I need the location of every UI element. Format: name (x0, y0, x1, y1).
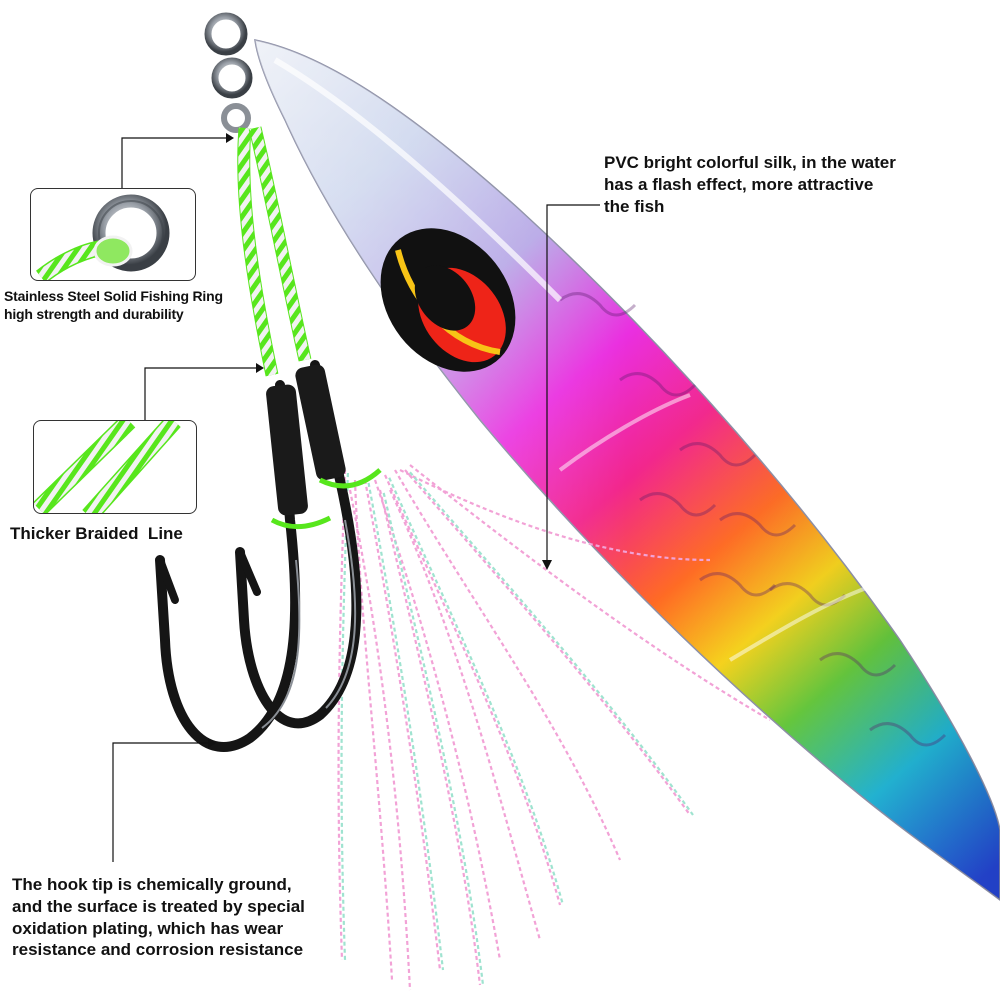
ring-closeup-icon (36, 194, 170, 280)
ring-closeup-inset (30, 188, 196, 281)
lure-ridge (558, 393, 691, 472)
silk-caption-line: has a flash effect, more attractive (604, 174, 874, 194)
braid-closeup-icon (34, 421, 181, 513)
silk-caption: PVC bright colorful silk, in the water h… (604, 152, 896, 217)
assist-hook-icon (155, 360, 382, 752)
arrow-icon (542, 560, 552, 570)
callout-silk (546, 204, 600, 565)
callout-lines (112, 137, 600, 862)
ring-caption-line: high strength and durability (4, 305, 184, 322)
silk-skirt (337, 464, 771, 991)
lure-eye (380, 228, 516, 372)
braid-closeup-inset (33, 420, 197, 514)
arrow-icon (256, 363, 264, 373)
hook-caption-line: and the surface is treated by special (12, 896, 305, 916)
braid-caption-line: Thicker Braided Line (10, 524, 183, 543)
lure-scale-pattern (559, 292, 947, 747)
ring-caption-line: Stainless Steel Solid Fishing Ring (4, 288, 223, 304)
braided-line-icon (237, 126, 312, 377)
arrow-icon (226, 133, 234, 143)
lure-ridge (728, 583, 876, 662)
silk-caption-line: the fish (604, 196, 665, 216)
callout-ring (121, 137, 226, 188)
callout-braid (144, 367, 256, 420)
arrow-icon (208, 738, 216, 748)
hook-caption-line: oxidation plating, which has wear (12, 918, 284, 938)
braid-caption: Thicker Braided Line (10, 523, 183, 545)
hook-caption-line: The hook tip is chemically ground, (12, 875, 292, 894)
callout-hook (112, 742, 210, 862)
silk-caption-line: PVC bright colorful silk, in the water (604, 153, 896, 172)
hook-caption-line: resistance and corrosion resistance (12, 940, 304, 960)
hook-caption: The hook tip is chemically ground, and t… (12, 874, 305, 961)
ring-caption: Stainless Steel Solid Fishing Ring high … (4, 288, 223, 324)
split-ring-icon (204, 12, 253, 133)
